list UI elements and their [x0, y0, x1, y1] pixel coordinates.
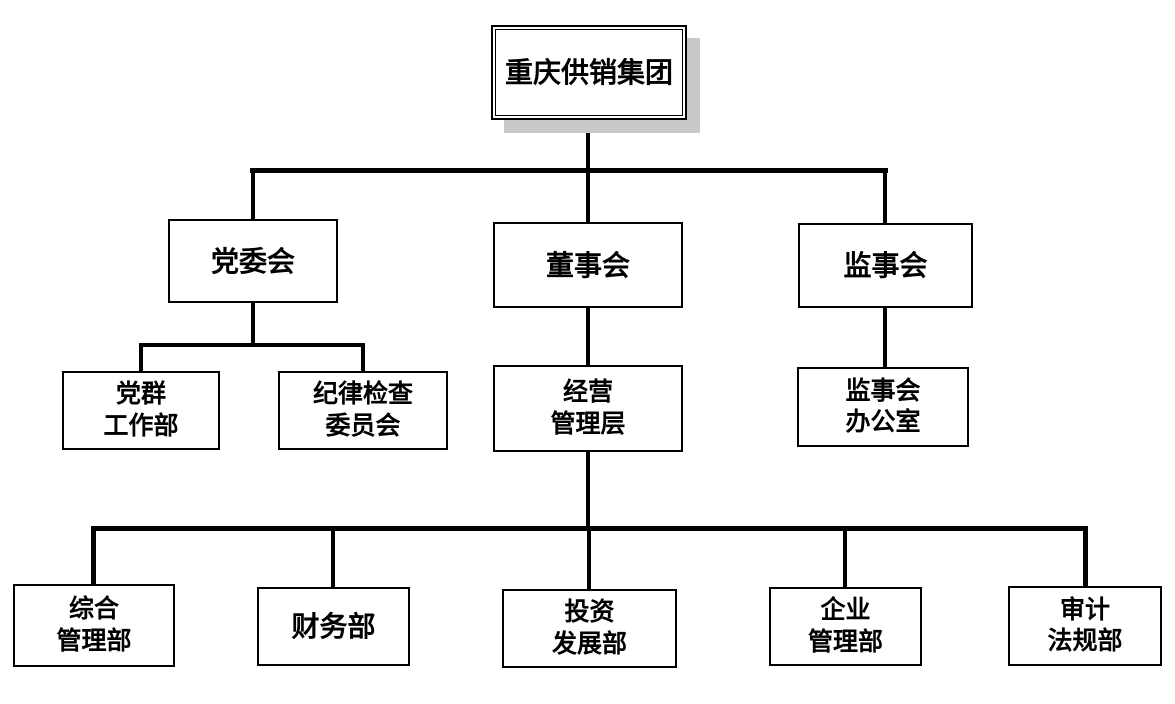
connector-tier1-bar — [250, 168, 888, 173]
connector-drop-board — [586, 170, 590, 222]
org-node-investment-dev-dept: 投资 发展部 — [502, 589, 677, 668]
org-node-party-masses-dept: 党群 工作部 — [62, 371, 220, 450]
org-node-party-committee: 党委会 — [168, 219, 338, 303]
org-node-enterprise-mgmt-dept: 企业 管理部 — [769, 587, 922, 666]
connector-drop-supervisory — [883, 170, 887, 223]
org-node-management-level: 经营 管理层 — [493, 365, 683, 452]
org-node-finance-dept: 财务部 — [257, 587, 410, 666]
connector-drop-investment — [587, 528, 591, 589]
org-node-discipline-committee: 纪律检查 委员会 — [278, 371, 448, 450]
org-node-audit-legal-dept: 审计 法规部 — [1008, 586, 1162, 666]
connector-root-stem — [586, 120, 590, 170]
connector-management-stem — [586, 452, 590, 528]
org-node-root: 重庆供销集团 — [491, 25, 687, 120]
connector-drop-party-masses — [139, 345, 143, 371]
org-node-board-of-directors: 董事会 — [493, 222, 683, 308]
org-node-supervisory-office: 监事会 办公室 — [797, 367, 969, 447]
connector-party-stem — [251, 303, 255, 346]
connector-drop-enterprise — [843, 528, 847, 587]
connector-party-bar — [139, 343, 365, 347]
connector-board-management — [586, 308, 590, 365]
connector-drop-audit — [1083, 528, 1088, 586]
connector-supervisory-office — [883, 308, 887, 367]
connector-drop-general-admin — [91, 528, 96, 584]
connector-drop-discipline — [361, 345, 365, 371]
connector-drop-finance — [331, 528, 335, 587]
connector-drop-party-committee — [251, 170, 255, 219]
org-node-general-admin-dept: 综合 管理部 — [13, 584, 175, 667]
org-node-supervisory-board: 监事会 — [798, 223, 973, 308]
